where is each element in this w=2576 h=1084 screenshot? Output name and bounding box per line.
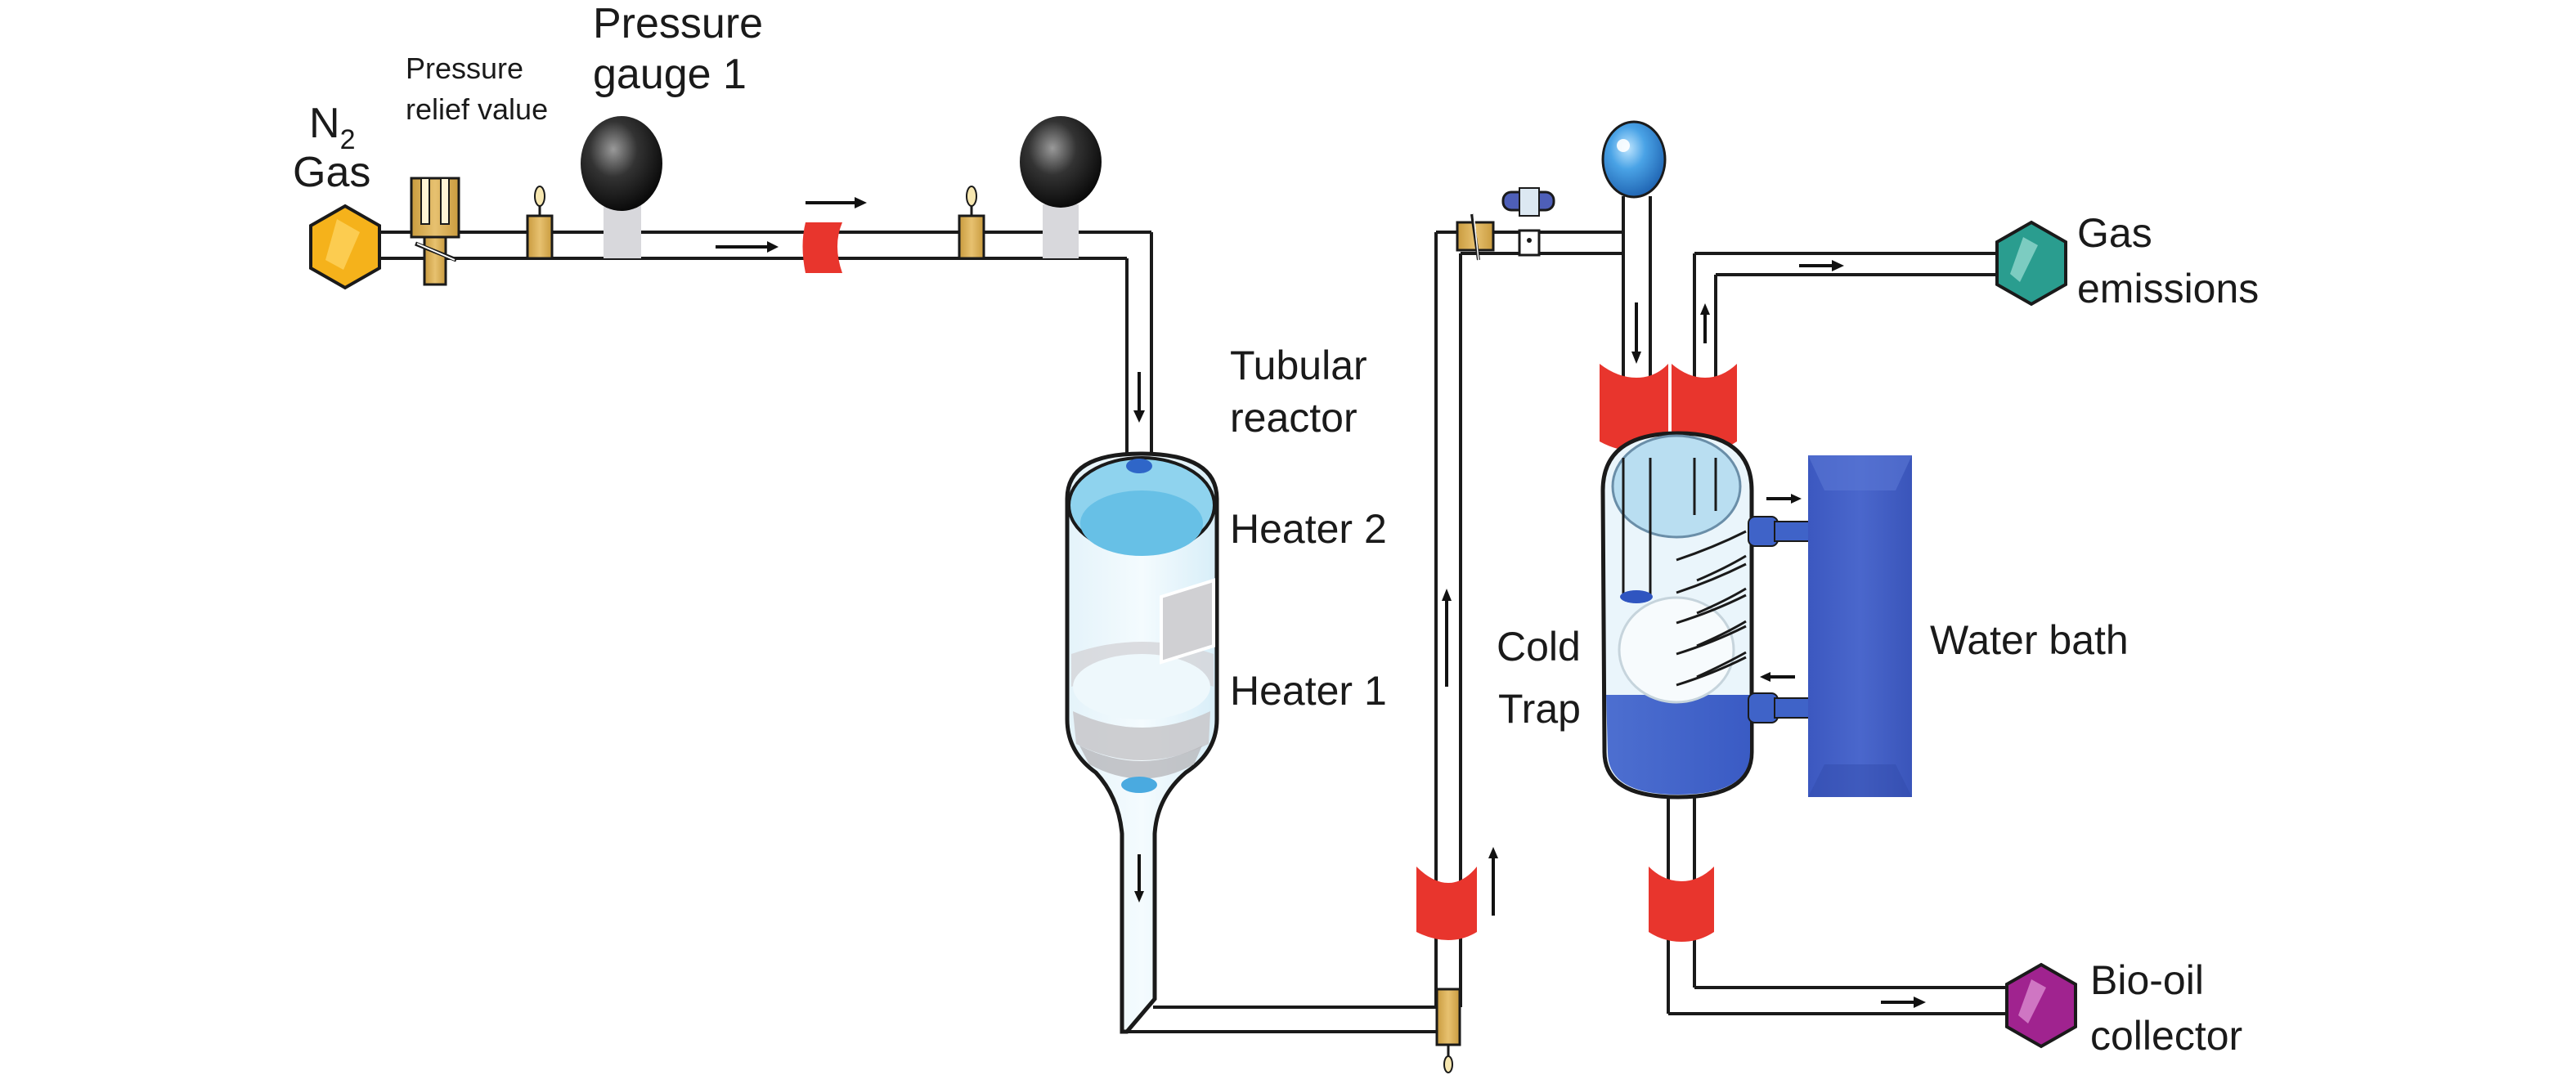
bio-oil-collector-hexagon-icon [2005, 962, 2077, 1049]
pipe-coupling-icon [1416, 867, 1477, 940]
feed-pipe [378, 231, 1153, 458]
bio-oil-label-line2: collector [2090, 1013, 2242, 1059]
tubular-reactor-icon [1065, 451, 1219, 1034]
pressure-gauge-2-icon [1020, 116, 1102, 258]
gauge1-label-line1: Pressure [593, 0, 763, 47]
gauge1-label-line2: gauge 1 [593, 51, 747, 98]
flow-arrow-left-icon [1760, 672, 1795, 682]
cold-trap-gauge-icon [1601, 120, 1667, 199]
flow-arrow-up-icon [1700, 303, 1710, 343]
n2-gas-label: N2 [309, 100, 355, 155]
flow-arrow-down-icon [1133, 372, 1145, 423]
heater1-label: Heater 1 [1230, 668, 1387, 714]
gas-outlet-pipe [1693, 252, 2008, 458]
flow-arrow-right-icon [1881, 997, 1926, 1008]
gas-emissions-label-line1: Gas [2077, 210, 2152, 256]
heater2-label: Heater 2 [1230, 506, 1387, 552]
relief-valve-label-line1: Pressure [406, 52, 523, 85]
flow-arrow-right-icon [1799, 260, 1844, 271]
flow-arrow-right-icon [1766, 494, 1802, 504]
reactor-outlet-pipe [1127, 1006, 1447, 1033]
cold-trap-label-line2: Trap [1498, 686, 1581, 732]
cold-trap-icon [1600, 431, 1811, 800]
n2-gas-hexagon-icon [309, 204, 381, 290]
water-bath-label: Water bath [1930, 617, 2129, 663]
flow-arrow-right-icon [806, 197, 867, 208]
pipe-coupling-icon [1672, 364, 1737, 451]
pressure-relief-valve-icon [410, 177, 460, 286]
flow-arrow-right-icon [716, 241, 779, 253]
stopcock-valve-icon [1501, 187, 1555, 257]
drain-valve-icon [1435, 988, 1461, 1073]
gas-emissions-hexagon-icon [1995, 220, 2067, 307]
inlet-valve-icon [1456, 213, 1495, 261]
pipe-coupling-icon [802, 222, 842, 273]
relief-valve-label-line2: relief value [406, 92, 548, 126]
water-bath-icon [1808, 455, 1912, 797]
pressure-gauge-1-icon [581, 116, 662, 258]
pipe-coupling-icon [1600, 364, 1668, 451]
cold-trap-label-line1: Cold [1497, 624, 1581, 670]
n2-gas-label-line2: Gas [293, 149, 370, 196]
reactor-label-line1: Tubular [1230, 343, 1367, 388]
flow-arrow-down-icon [1631, 302, 1641, 364]
bio-oil-pipe [1667, 797, 2016, 1015]
pipe-coupling-icon [1649, 867, 1714, 942]
bio-oil-label-line1: Bio-oil [2090, 957, 2204, 1003]
valve-1-icon [526, 186, 554, 260]
flow-arrow-up-icon [1488, 847, 1498, 916]
flow-arrow-up-icon [1442, 589, 1452, 687]
gas-emissions-label-line2: emissions [2077, 266, 2259, 311]
reactor-label-line2: reactor [1230, 395, 1358, 441]
valve-2-icon [958, 186, 985, 260]
